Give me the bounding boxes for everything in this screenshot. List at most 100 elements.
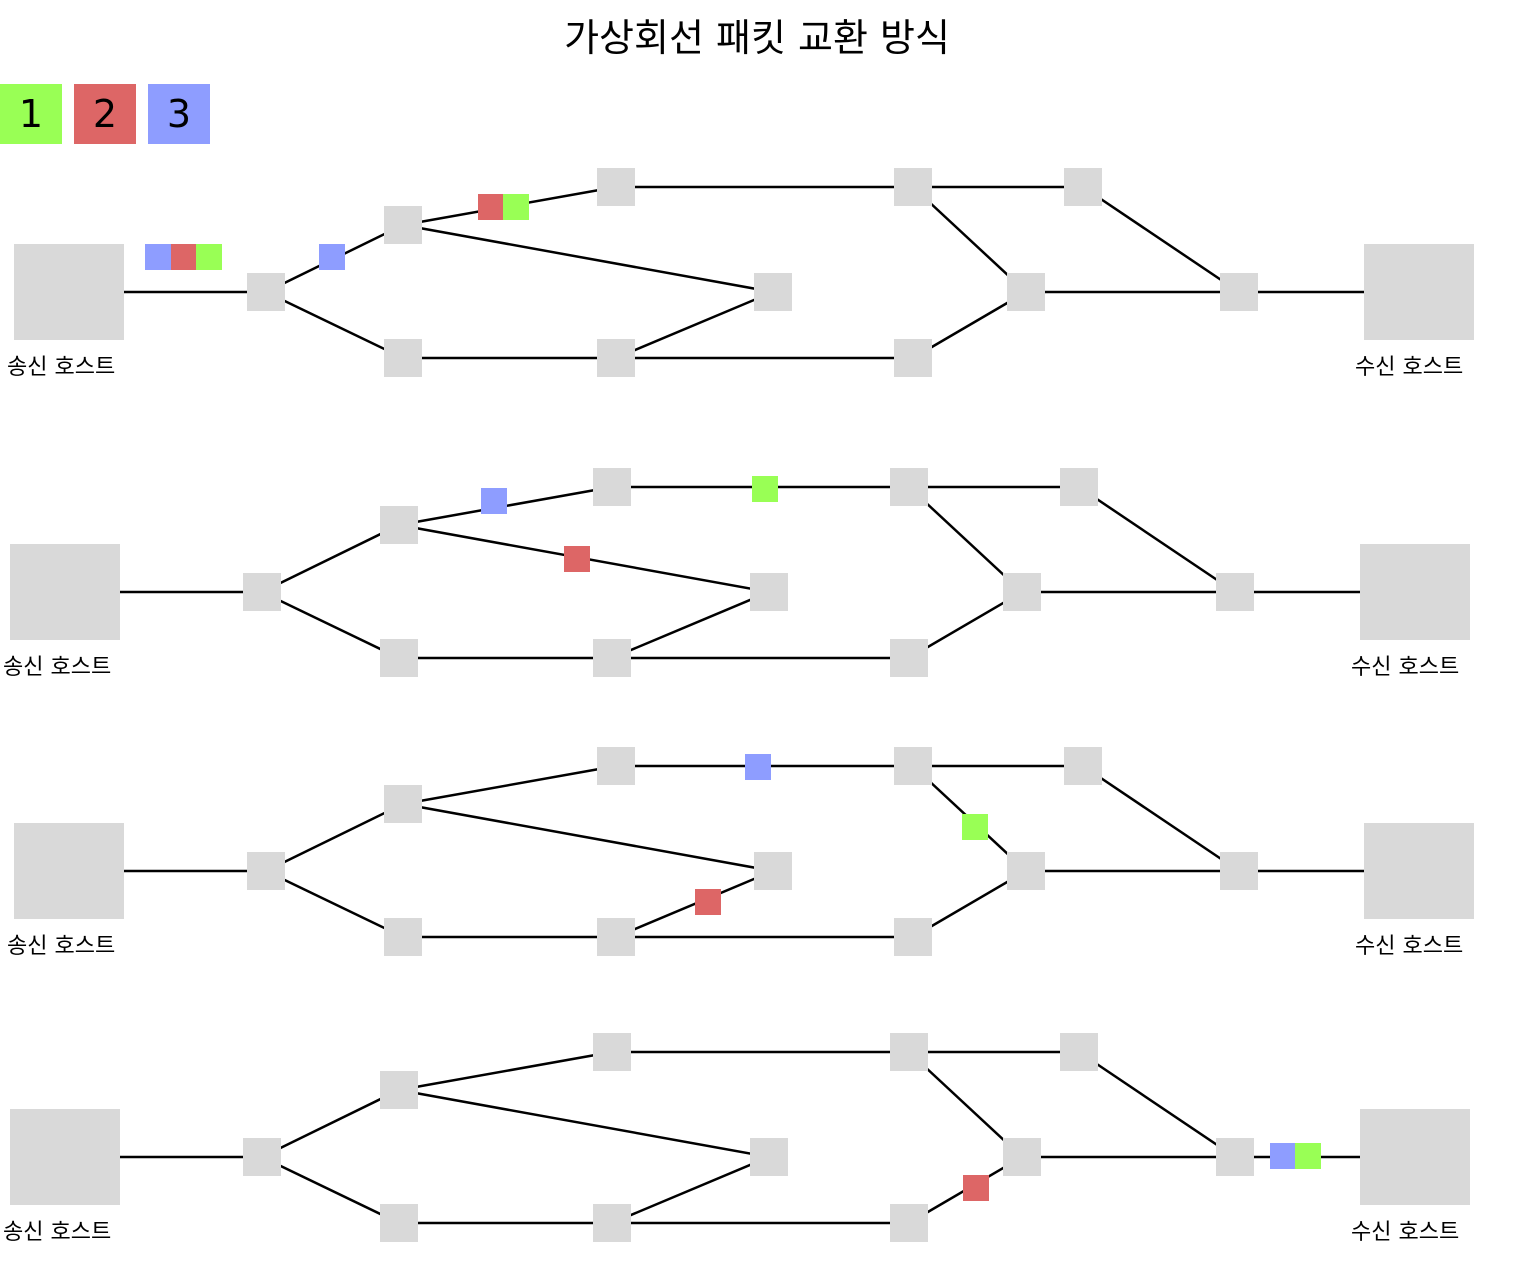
packet-2 bbox=[478, 194, 504, 220]
sender-label: 송신 호스트 bbox=[7, 934, 115, 959]
link-B-E bbox=[398, 1088, 770, 1159]
router-node bbox=[1060, 1033, 1098, 1071]
router-node bbox=[380, 1204, 418, 1242]
sender-label: 송신 호스트 bbox=[3, 655, 111, 680]
router-node bbox=[1007, 852, 1045, 890]
link-A-B bbox=[265, 802, 404, 873]
packet-2 bbox=[963, 1175, 989, 1201]
router-node bbox=[597, 168, 635, 206]
sender-label: 송신 호스트 bbox=[7, 355, 115, 380]
legend-packet-3: 3 bbox=[148, 84, 210, 144]
receiver-host bbox=[1364, 823, 1474, 919]
router-node bbox=[380, 506, 418, 544]
router-node bbox=[384, 339, 422, 377]
link-A-C bbox=[265, 290, 404, 360]
packet-2 bbox=[695, 889, 721, 915]
router-node bbox=[894, 168, 932, 206]
packet-3 bbox=[481, 488, 507, 514]
packet-1 bbox=[503, 194, 529, 220]
router-node bbox=[750, 1138, 788, 1176]
router-node bbox=[597, 747, 635, 785]
link-A-C bbox=[261, 590, 400, 660]
router-node bbox=[247, 852, 285, 890]
receiver-host bbox=[1364, 244, 1474, 340]
receiver-host bbox=[1360, 544, 1470, 640]
packet-3 bbox=[145, 244, 171, 270]
packet-3 bbox=[745, 754, 771, 780]
link-B-D bbox=[398, 1050, 613, 1092]
router-node bbox=[243, 1138, 281, 1176]
router-node bbox=[1064, 747, 1102, 785]
sender-host bbox=[10, 1109, 120, 1205]
link-A-B bbox=[261, 1088, 400, 1159]
router-node bbox=[597, 339, 635, 377]
link-B-E bbox=[402, 223, 774, 294]
router-node bbox=[597, 918, 635, 956]
router-node bbox=[593, 1033, 631, 1071]
router-node bbox=[247, 273, 285, 311]
link-I-K bbox=[1082, 185, 1240, 294]
sender-host bbox=[14, 823, 124, 919]
router-node bbox=[894, 918, 932, 956]
packet-1 bbox=[1295, 1143, 1321, 1169]
router-node bbox=[380, 1071, 418, 1109]
router-node bbox=[754, 852, 792, 890]
diagram-title: 가상회선 패킷 교환 방식 bbox=[564, 16, 950, 60]
router-node bbox=[890, 1033, 928, 1071]
sender-label: 송신 호스트 bbox=[3, 1220, 111, 1245]
packet-1 bbox=[196, 244, 222, 270]
link-I-K bbox=[1078, 485, 1236, 594]
link-F-E bbox=[611, 590, 770, 660]
receiver-label: 수신 호스트 bbox=[1351, 655, 1459, 680]
receiver-host bbox=[1360, 1109, 1470, 1205]
router-node bbox=[593, 468, 631, 506]
router-node bbox=[1220, 852, 1258, 890]
sender-host bbox=[10, 544, 120, 640]
router-node bbox=[1220, 273, 1258, 311]
router-node bbox=[1060, 468, 1098, 506]
router-node bbox=[384, 785, 422, 823]
link-F-E bbox=[611, 1155, 770, 1225]
link-A-C bbox=[265, 869, 404, 939]
link-F-E bbox=[615, 290, 774, 360]
router-node bbox=[754, 273, 792, 311]
sender-host bbox=[14, 244, 124, 340]
router-node bbox=[1216, 1138, 1254, 1176]
router-node bbox=[894, 339, 932, 377]
packet-1 bbox=[752, 476, 778, 502]
router-node bbox=[593, 1204, 631, 1242]
router-node bbox=[1007, 273, 1045, 311]
router-node bbox=[380, 639, 418, 677]
router-node bbox=[1003, 573, 1041, 611]
router-node bbox=[894, 747, 932, 785]
router-node bbox=[750, 573, 788, 611]
packet-3 bbox=[1270, 1143, 1296, 1169]
link-B-E bbox=[402, 802, 774, 873]
router-node bbox=[1216, 573, 1254, 611]
router-node bbox=[1003, 1138, 1041, 1176]
legend-packet-2: 2 bbox=[74, 84, 136, 144]
link-I-K bbox=[1082, 764, 1240, 873]
receiver-label: 수신 호스트 bbox=[1351, 1220, 1459, 1245]
router-node bbox=[243, 573, 281, 611]
router-node bbox=[384, 918, 422, 956]
receiver-label: 수신 호스트 bbox=[1355, 934, 1463, 959]
router-node bbox=[384, 206, 422, 244]
packet-2 bbox=[564, 546, 590, 572]
link-A-B bbox=[261, 523, 400, 594]
router-node bbox=[890, 1204, 928, 1242]
link-B-D bbox=[402, 764, 617, 806]
packet-3 bbox=[319, 244, 345, 270]
router-node bbox=[890, 639, 928, 677]
packet-1 bbox=[962, 814, 988, 840]
router-node bbox=[890, 468, 928, 506]
packet-2 bbox=[171, 244, 197, 270]
receiver-label: 수신 호스트 bbox=[1355, 355, 1463, 380]
legend-packet-1: 1 bbox=[0, 84, 62, 144]
router-node bbox=[593, 639, 631, 677]
link-F-E bbox=[615, 869, 774, 939]
link-I-K bbox=[1078, 1050, 1236, 1159]
link-A-C bbox=[261, 1155, 400, 1225]
router-node bbox=[1064, 168, 1102, 206]
